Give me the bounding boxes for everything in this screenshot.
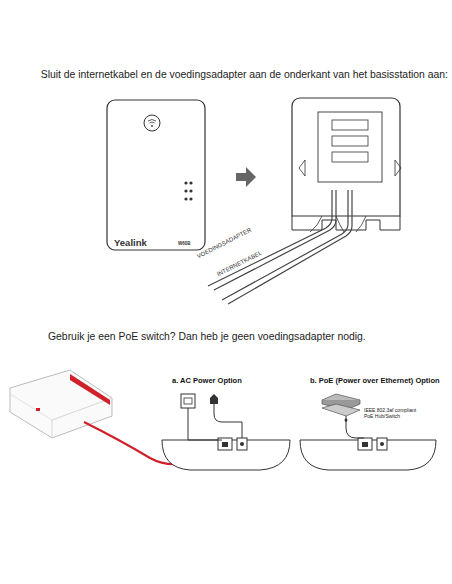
label-text: a. AC Power Option [172,377,242,386]
label-text: Gebruik je een PoE switch? Dan heb je ge… [48,331,366,343]
label-text: Sluit de internetkabel en de voedingsada… [41,69,448,81]
label-text: IEEE 802.3af compliant PoE Hub/Switch [364,408,426,420]
label-text: W60B [178,241,191,246]
label-text: b. PoE (Power over Ethernet) Option [310,377,440,386]
label-text: INTERNETKABEL [216,250,263,279]
label-text: Yealink [114,238,147,249]
